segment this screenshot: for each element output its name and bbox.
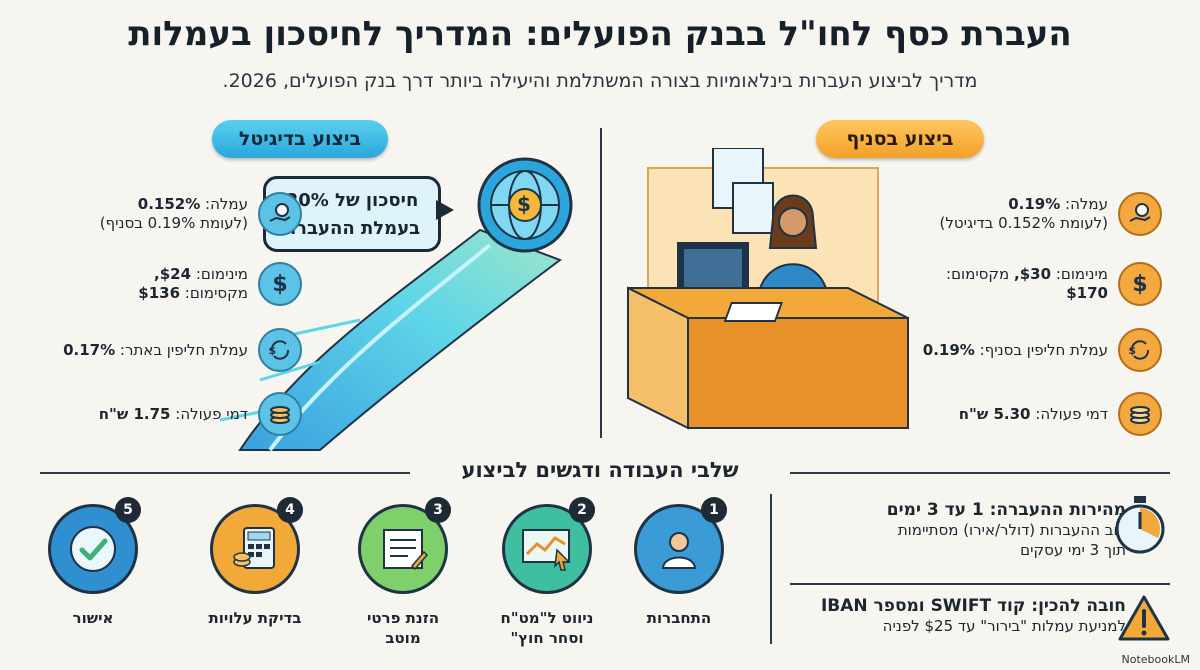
svg-text:$: $ xyxy=(268,344,276,357)
step-label: אישור xyxy=(72,609,114,627)
branch-exchange-row: $ עמלת חליפין בסניף: 0.19% xyxy=(900,324,1162,376)
digital-minmax-row: $ מינימום: $24,מקסימום: $136 xyxy=(42,258,302,310)
form-icon xyxy=(383,529,428,571)
coins-icon xyxy=(258,392,302,436)
hand-coin-icon xyxy=(1118,192,1162,236)
step-approve: 5 אישור xyxy=(38,497,148,628)
bubble-tail xyxy=(436,200,454,220)
branch-action-fee-label: דמי פעולה: xyxy=(1035,404,1108,423)
digital-fee-note: (לעומת 0.19% בסניף) xyxy=(99,214,248,232)
digital-fee-label: עמלה: xyxy=(205,195,248,213)
branch-max-label: מקסימום: xyxy=(946,265,1010,283)
step-number: 5 xyxy=(115,497,141,523)
speed-body-line1: רוב ההעברות (דולר/אירו) מסתיימות xyxy=(897,521,1126,539)
prep-title: חובה להכין: קוד SWIFT ומספר IBAN xyxy=(820,596,1126,616)
digital-max-value: $136 xyxy=(138,284,181,302)
step-circle: 3 xyxy=(358,497,451,594)
branch-min-label: מינימום: xyxy=(1055,265,1108,283)
digital-transfer-illustration xyxy=(219,157,573,452)
branch-max-value: $170 xyxy=(1066,284,1108,302)
step-number: 2 xyxy=(569,497,595,523)
speed-body-line2: תוך 3 ימי עסקים xyxy=(1020,541,1126,559)
prep-body: למניעת עמלות "בירור" עד $25 לפניה xyxy=(882,617,1126,635)
step-number: 3 xyxy=(425,497,451,523)
dollar-icon: $ xyxy=(517,192,531,216)
dollar-sign-icon: $ xyxy=(258,262,302,306)
digital-fee-value: 0.152% xyxy=(137,195,201,213)
step-circle: 1 xyxy=(634,497,727,594)
warning-icon xyxy=(1118,595,1170,641)
step-login: 1 התחברות xyxy=(624,497,734,628)
steps-rule-right xyxy=(790,472,1170,474)
step-number: 4 xyxy=(277,497,303,523)
exchange-icon: $ xyxy=(258,328,302,372)
info-prep: חובה להכין: קוד SWIFT ומספר IBAN למניעת … xyxy=(790,596,1126,636)
digital-exchange-label: עמלת חליפין באתר: xyxy=(119,340,248,359)
stopwatch-icon xyxy=(1115,496,1165,554)
info-speed: מהירות ההעברה: 1 עד 3 ימים רוב ההעברות (… xyxy=(790,500,1126,560)
step-label: בדיקת עלויות xyxy=(208,609,302,627)
user-icon xyxy=(661,532,697,569)
coins-icon xyxy=(1118,392,1162,436)
step-circle: 4 xyxy=(210,497,303,594)
digital-min-label: מינימום: xyxy=(195,265,248,283)
branch-exchange-value: 0.19% xyxy=(922,340,975,359)
step-number: 1 xyxy=(701,497,727,523)
savings-line2: בעמלת ההעברה xyxy=(283,218,421,239)
branch-teller-illustration xyxy=(627,148,909,430)
steps-title: שלבי העבודה ודגשים לביצוע xyxy=(461,458,739,482)
branch-section-label: ביצוע בסניף xyxy=(816,120,984,158)
check-icon xyxy=(70,526,116,572)
branch-fee-value: 0.19% xyxy=(1008,195,1061,213)
step-circle: 2 xyxy=(502,497,595,594)
digital-exchange-row: $ עמלת חליפין באתר: 0.17% xyxy=(42,324,302,376)
page-title: העברת כסף לחו"ל בבנק הפועלים: המדריך לחי… xyxy=(128,14,1072,54)
brand-watermark: NotebookLM xyxy=(1121,653,1190,666)
svg-text:$: $ xyxy=(1128,344,1136,357)
step-navigate: 2 ניווט ל"מט"ח וסחר חוץ" xyxy=(492,497,602,648)
step-label: ניווט ל"מט"ח וסחר חוץ" xyxy=(500,609,594,647)
branch-fee-label: עמלה: xyxy=(1065,195,1108,213)
digital-min-value: $24, xyxy=(154,265,192,283)
info-divider xyxy=(770,494,772,644)
info-separator xyxy=(790,583,1170,585)
branch-action-fee-value: 5.30 ש"ח xyxy=(958,404,1031,423)
step-costs: 4 בדיקת עלויות xyxy=(200,497,310,628)
branch-fee-note: (לעומת 0.152% בדיגיטל) xyxy=(939,214,1109,232)
steps-rule-left xyxy=(40,472,410,474)
digital-max-label: מקסימום: xyxy=(184,284,248,302)
step-circle: 5 xyxy=(48,497,141,594)
dollar-sign-icon: $ xyxy=(1118,262,1162,306)
digital-action-fee-label: דמי פעולה: xyxy=(175,404,248,423)
hand-coin-icon xyxy=(258,192,302,236)
step-label: התחברות xyxy=(646,609,712,627)
speed-title: מהירות ההעברה: 1 עד 3 ימים xyxy=(886,500,1126,520)
exchange-icon: $ xyxy=(1118,328,1162,372)
branch-minmax-row: $ מינימום: $30, מקסימום: $170 xyxy=(900,258,1162,310)
chart-cursor-icon xyxy=(522,529,571,571)
digital-action-fee-value: 1.75 ש"ח xyxy=(98,404,171,423)
digital-section-label: ביצוע בדיגיטל xyxy=(212,120,388,158)
step-label: הזנת פרטי מוטב xyxy=(366,609,440,647)
branch-action-fee-row: דמי פעולה: 5.30 ש"ח xyxy=(900,388,1162,440)
calculator-icon xyxy=(233,527,275,569)
step-beneficiary: 3 הזנת פרטי מוטב xyxy=(348,497,458,648)
branch-fee-row: עמלה: 0.19%(לעומת 0.152% בדיגיטל) xyxy=(900,188,1162,240)
digital-action-fee-row: דמי פעולה: 1.75 ש"ח xyxy=(42,388,302,440)
section-divider xyxy=(600,128,602,438)
digital-fee-row: עמלה: 0.152%(לעומת 0.19% בסניף) xyxy=(42,188,302,240)
page-subtitle: מדריך לביצוע העברות בינלאומיות בצורה המש… xyxy=(222,70,978,92)
digital-exchange-value: 0.17% xyxy=(63,340,116,359)
branch-min-value: $30, xyxy=(1014,265,1052,283)
branch-exchange-label: עמלת חליפין בסניף: xyxy=(979,340,1108,359)
